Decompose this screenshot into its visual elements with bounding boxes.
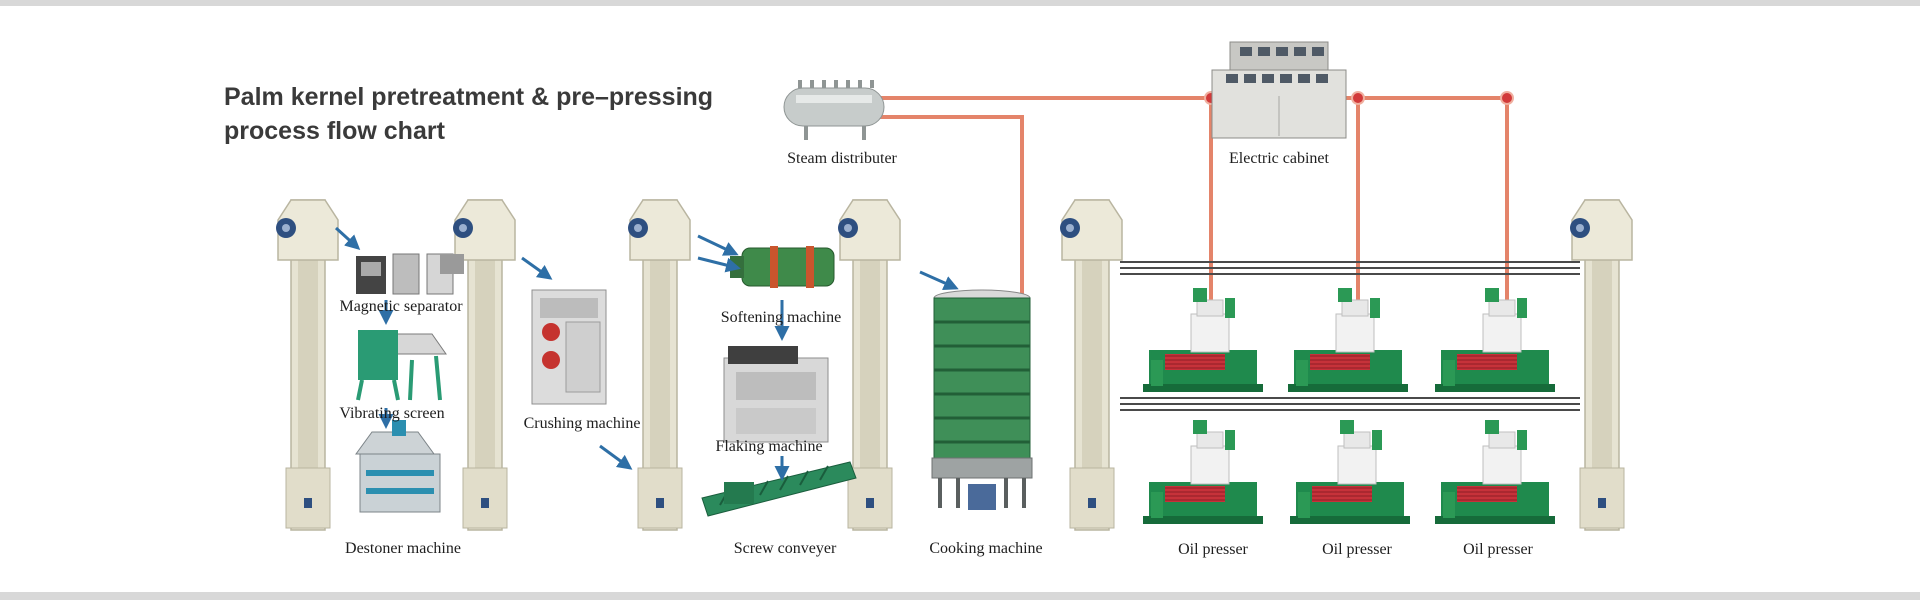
vibrating-screen-label: Vibrating screen <box>339 405 444 422</box>
top-border <box>0 0 1920 6</box>
vibrating-screen <box>356 330 447 401</box>
destoner-machine <box>355 420 441 513</box>
flow-arrows <box>334 226 959 481</box>
chart-title: Palm kernel pretreatment & pre–pressing … <box>224 83 714 145</box>
conveyor-rails <box>1120 261 1580 411</box>
crushing-machine-label: Crushing machine <box>524 415 641 432</box>
crushing-machine <box>531 289 607 405</box>
steam-distributer-label: Steam distributer <box>787 150 897 167</box>
electric-cabinet <box>1211 41 1347 139</box>
bottom-border <box>0 592 1920 600</box>
electric-cabinet-label: Electric cabinet <box>1229 150 1329 167</box>
flaking-machine-label: Flaking machine <box>715 438 822 455</box>
steam-distributer <box>783 80 885 140</box>
cooking-machine-label: Cooking machine <box>929 540 1042 557</box>
softening-machine-label: Softening machine <box>721 309 841 326</box>
steam-pipe-to-cooker <box>866 115 1024 352</box>
pipe-network <box>866 96 1509 352</box>
oil-presser-label-3: Oil presser <box>1463 541 1533 558</box>
destoner-machine-label: Destoner machine <box>345 540 461 557</box>
magnetic-separator-label: Magnetic separator <box>339 298 463 315</box>
oil-presser-label-2: Oil presser <box>1322 541 1392 558</box>
cooking-machine <box>931 289 1033 510</box>
magnetic-separator <box>356 253 464 295</box>
softening-machine <box>730 246 835 288</box>
flaking-machine <box>723 346 829 443</box>
screw-conveyer <box>701 461 857 517</box>
oil-presser-label-1: Oil presser <box>1178 541 1248 558</box>
screw-conveyer-label: Screw conveyer <box>734 540 837 557</box>
oil-pressers <box>1142 287 1556 525</box>
